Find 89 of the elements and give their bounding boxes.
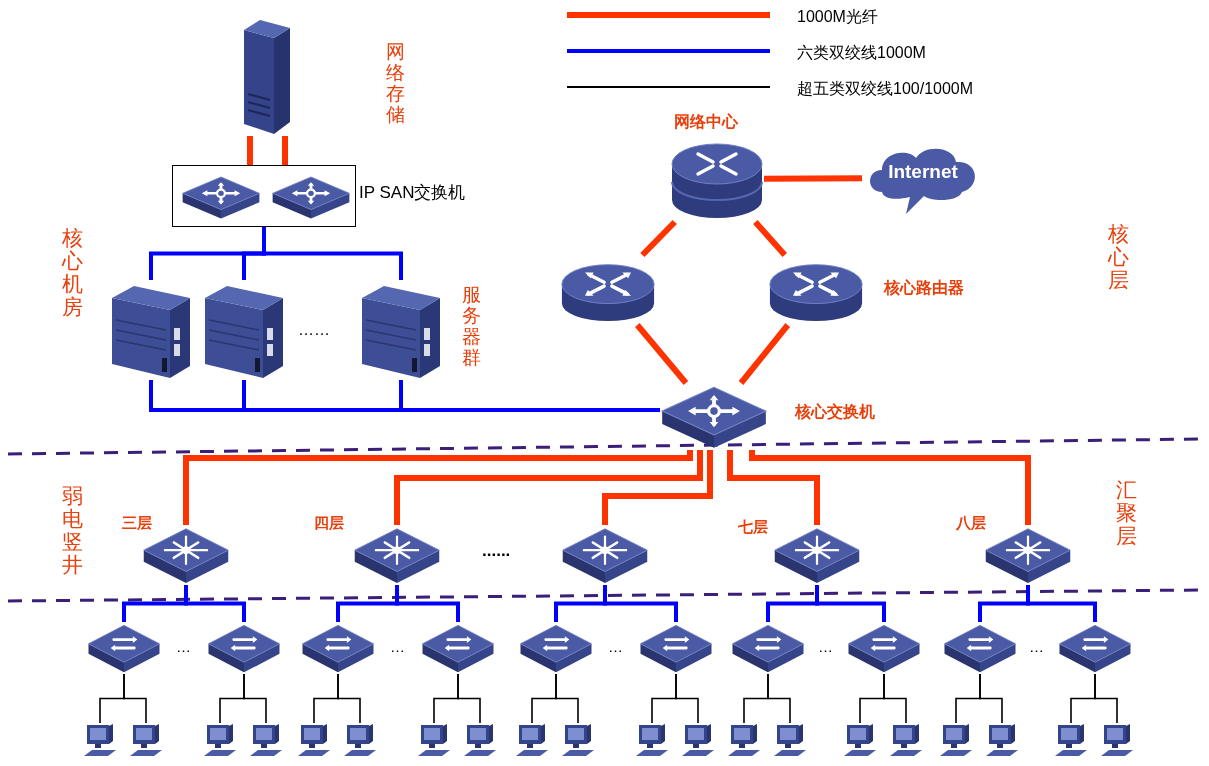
area-label: 弱电竖井 <box>62 484 83 577</box>
layer-label: 汇聚层 <box>1116 478 1137 548</box>
switch-icon <box>984 525 1072 585</box>
computer-icon <box>342 723 378 759</box>
switch-icon <box>353 525 441 585</box>
cable-line <box>727 450 820 525</box>
cable-line <box>883 673 907 724</box>
switch-icon <box>301 622 375 674</box>
legend-text: 超五类双绞线100/1000M <box>797 79 974 99</box>
ellipsis: …… <box>298 320 330 340</box>
cable-line <box>979 673 1003 724</box>
ellipsis: … <box>818 637 833 657</box>
cable-line <box>457 673 481 724</box>
legend-text: 六类双绞线1000M <box>797 43 926 63</box>
cable-line <box>753 220 787 257</box>
computer-icon <box>82 723 118 759</box>
computer-icon <box>634 723 670 759</box>
legend-text: 1000M光纤 <box>797 7 878 27</box>
ellipsis: … <box>390 637 405 657</box>
node-caption: 三层 <box>122 513 152 533</box>
computer-icon <box>462 723 498 759</box>
node-caption: 核心路由器 <box>884 278 964 298</box>
cable-line <box>815 585 886 622</box>
computer-icon <box>1099 723 1135 759</box>
node-caption: 四层 <box>314 513 344 533</box>
switch-icon <box>639 622 713 674</box>
computer-icon <box>680 723 716 759</box>
cable-line <box>764 175 862 182</box>
switch-icon <box>561 525 649 585</box>
cable-line <box>738 323 791 385</box>
cable-line <box>282 136 288 165</box>
cable-line <box>675 673 699 724</box>
switch-icon <box>731 622 805 674</box>
device-label: 网络存储 <box>386 42 405 126</box>
cable-line <box>394 450 703 525</box>
cable-line <box>602 450 713 525</box>
switch-icon <box>421 622 495 674</box>
computer-icon <box>772 723 808 759</box>
cable-line <box>1026 585 1097 622</box>
computer-icon <box>514 723 550 759</box>
node-caption: 八层 <box>956 513 986 533</box>
cable-line <box>123 673 147 724</box>
cable-line <box>399 380 660 412</box>
switch-icon <box>773 525 861 585</box>
computer-icon <box>248 723 284 759</box>
switch-icon <box>87 622 161 674</box>
computer-icon <box>416 723 452 759</box>
cable-line <box>247 136 253 165</box>
cable-line <box>1094 673 1118 724</box>
switch-icon <box>847 622 921 674</box>
group-label: IP SAN交换机 <box>359 182 466 204</box>
computer-icon <box>560 723 596 759</box>
cable-line <box>183 450 693 525</box>
computer-icon <box>1053 723 1089 759</box>
switch-icon <box>519 622 593 674</box>
node-caption: 网络中心 <box>674 112 738 132</box>
switch-icon <box>1058 622 1132 674</box>
computer-icon <box>726 723 762 759</box>
cable-line <box>767 673 791 724</box>
computer-icon <box>938 723 974 759</box>
cable-line <box>184 585 246 622</box>
group-label: 服务器群 <box>462 285 481 369</box>
ellipsis: ...... <box>482 540 511 562</box>
switch-icon <box>181 174 261 220</box>
cable-line <box>555 673 579 724</box>
layer-label: 核心层 <box>1108 222 1129 292</box>
node-caption: 核心交换机 <box>795 402 875 422</box>
computer-icon <box>128 723 164 759</box>
node-caption: 七层 <box>738 517 768 537</box>
cable-line <box>640 219 677 258</box>
cable-line <box>395 585 460 622</box>
ellipsis: … <box>1029 637 1044 657</box>
cable-line <box>243 673 267 724</box>
computer-icon <box>984 723 1020 759</box>
cable-line <box>262 227 403 280</box>
switch-icon <box>207 622 281 674</box>
switch-icon <box>271 174 351 220</box>
computer-icon <box>888 723 924 759</box>
ellipsis: … <box>176 637 191 657</box>
area-label: 核心机房 <box>62 226 83 319</box>
computer-icon <box>296 723 332 759</box>
ellipsis: … <box>608 637 623 657</box>
computer-icon <box>202 723 238 759</box>
cable-line <box>337 673 361 724</box>
cable-line <box>603 585 678 622</box>
computer-icon <box>842 723 878 759</box>
cable-line <box>749 450 1031 525</box>
cable-line <box>635 323 689 385</box>
switch-icon <box>943 622 1017 674</box>
